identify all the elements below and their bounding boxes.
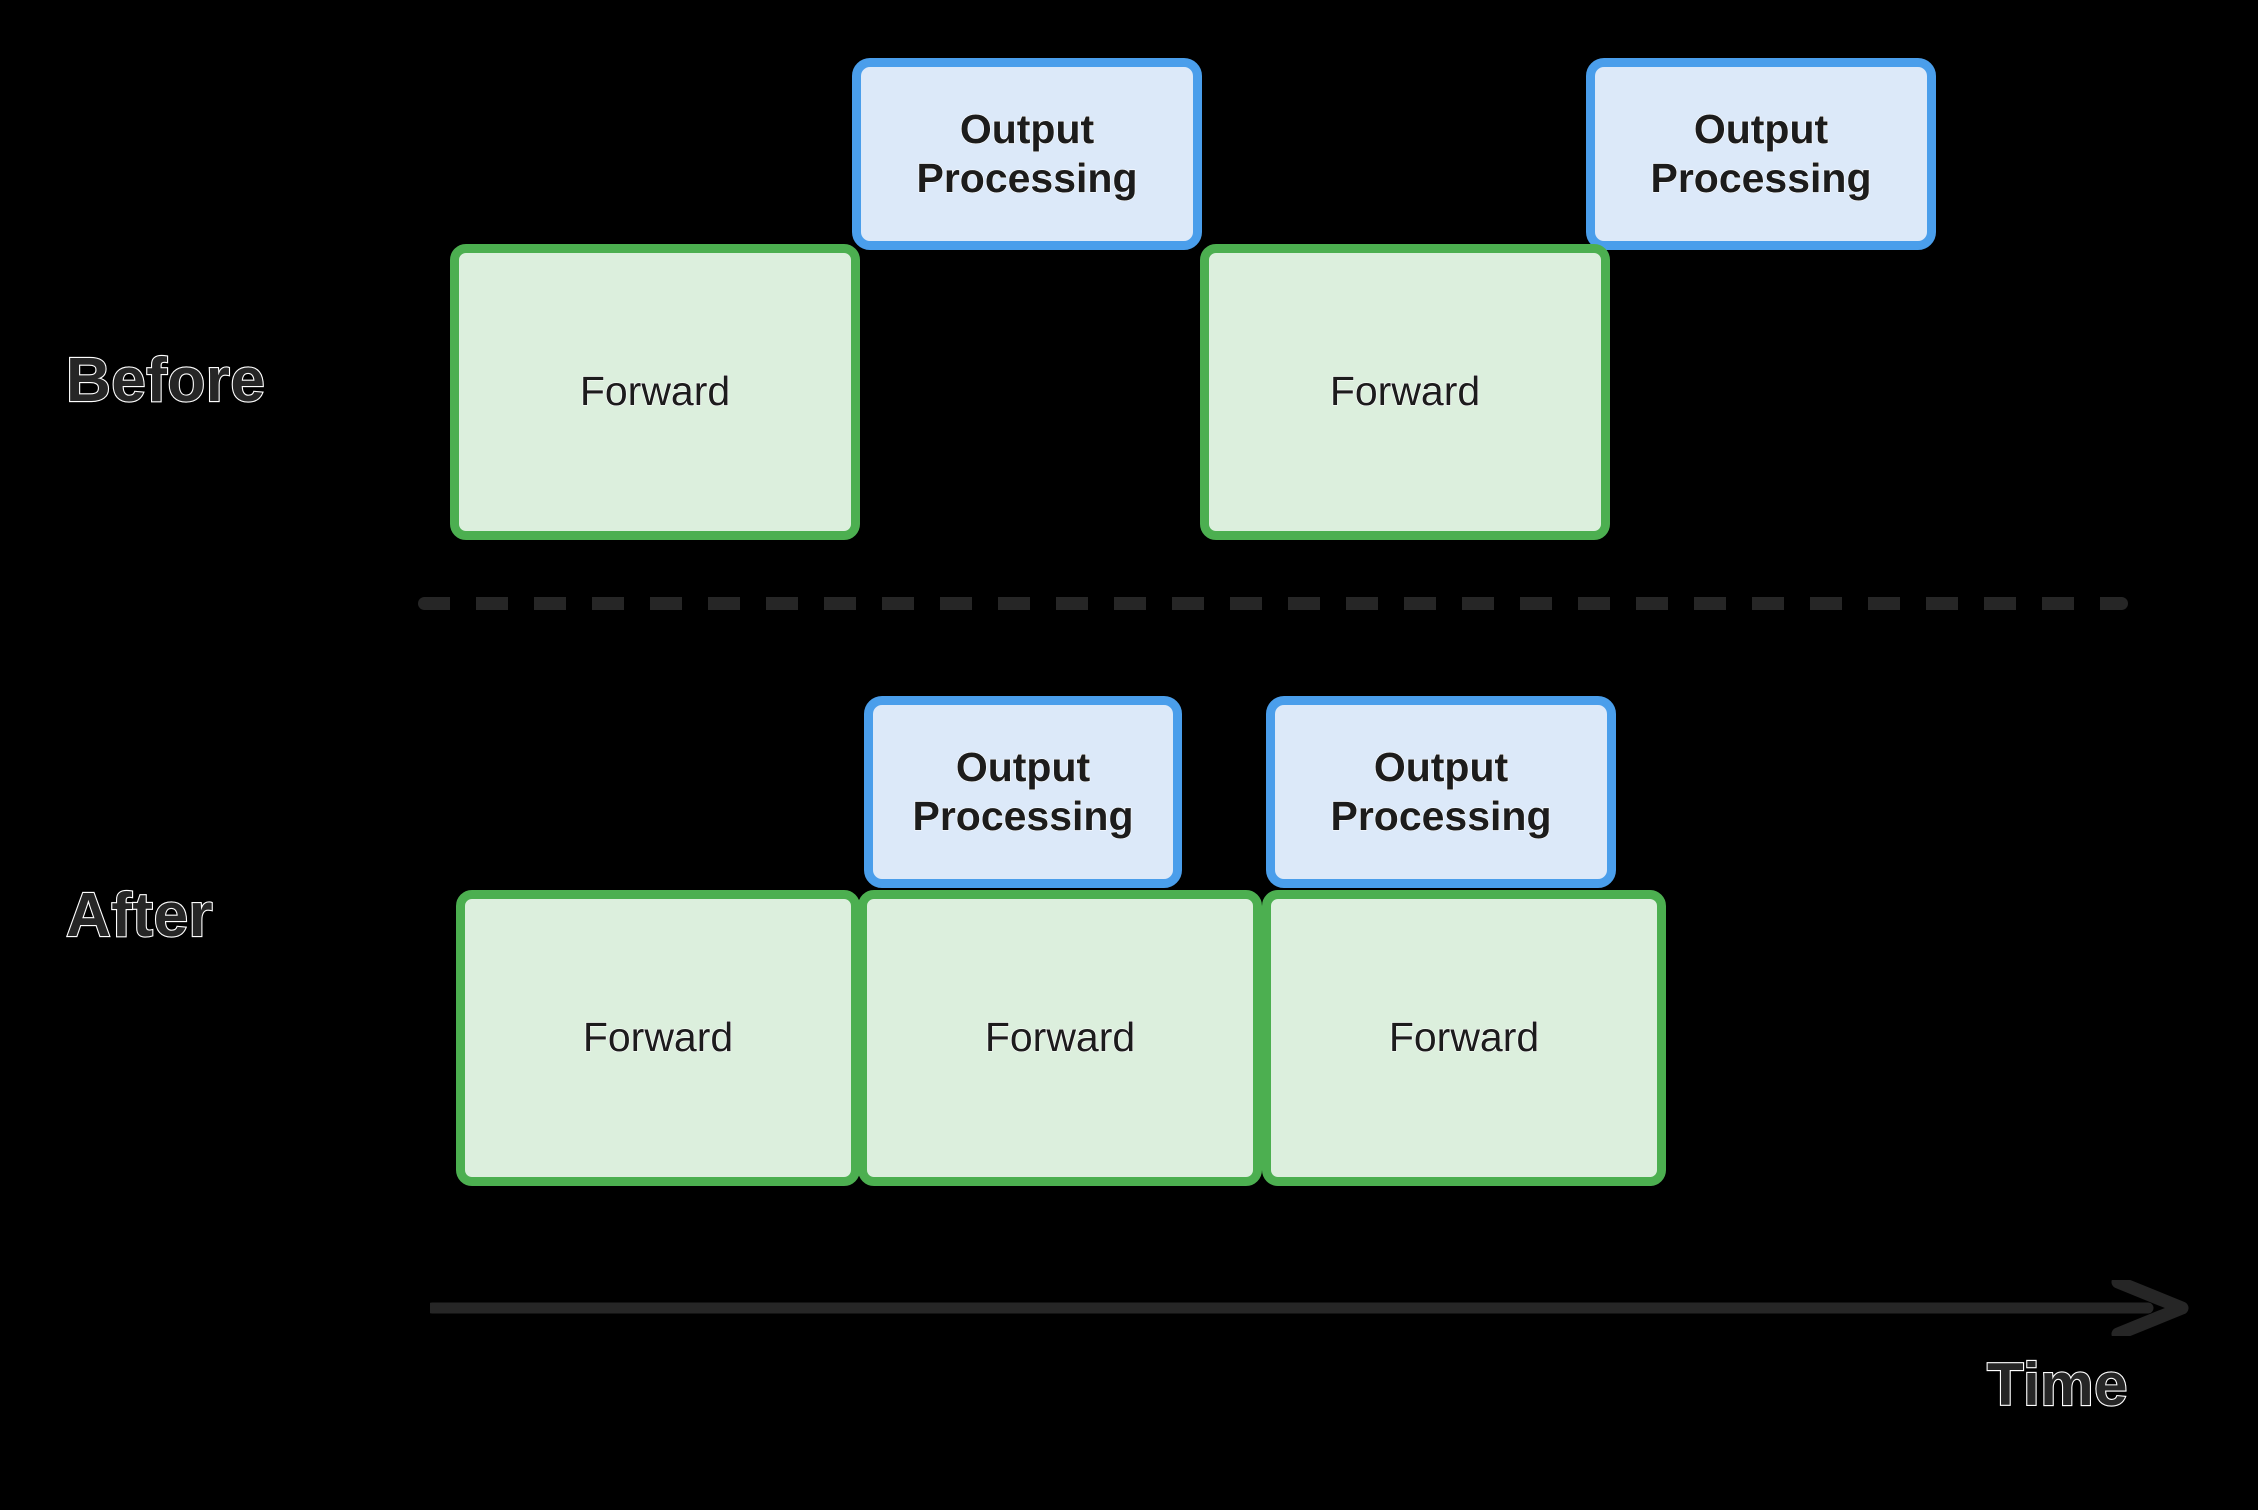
after-output-processing-block-2: Output Processing <box>1266 696 1616 888</box>
block-label: Forward <box>582 1014 734 1061</box>
before-output-processing-block-2: Output Processing <box>1586 58 1936 250</box>
after-forward-block-2: Forward <box>858 890 1262 1186</box>
time-axis-arrow <box>430 1280 2189 1336</box>
row-label-before: Before <box>65 346 266 415</box>
row-label-after: After <box>65 881 214 950</box>
before-forward-block-1: Forward <box>450 244 860 540</box>
block-label: Output Processing <box>912 743 1134 839</box>
section-divider-dashed-line <box>418 597 2128 610</box>
block-label: Forward <box>1329 368 1481 415</box>
after-forward-block-3: Forward <box>1262 890 1666 1186</box>
block-label: Forward <box>579 368 731 415</box>
time-axis-label: Time <box>1986 1351 2129 1418</box>
block-label: Forward <box>1388 1014 1540 1061</box>
block-label: Output Processing <box>1650 105 1872 201</box>
block-label: Output Processing <box>1330 743 1552 839</box>
after-output-processing-block-1: Output Processing <box>864 696 1182 888</box>
before-forward-block-2: Forward <box>1200 244 1610 540</box>
block-label: Output Processing <box>916 105 1138 201</box>
block-label: Forward <box>984 1014 1136 1061</box>
after-forward-block-1: Forward <box>456 890 860 1186</box>
before-output-processing-block-1: Output Processing <box>852 58 1202 250</box>
arrowhead-icon <box>2111 1280 2189 1336</box>
